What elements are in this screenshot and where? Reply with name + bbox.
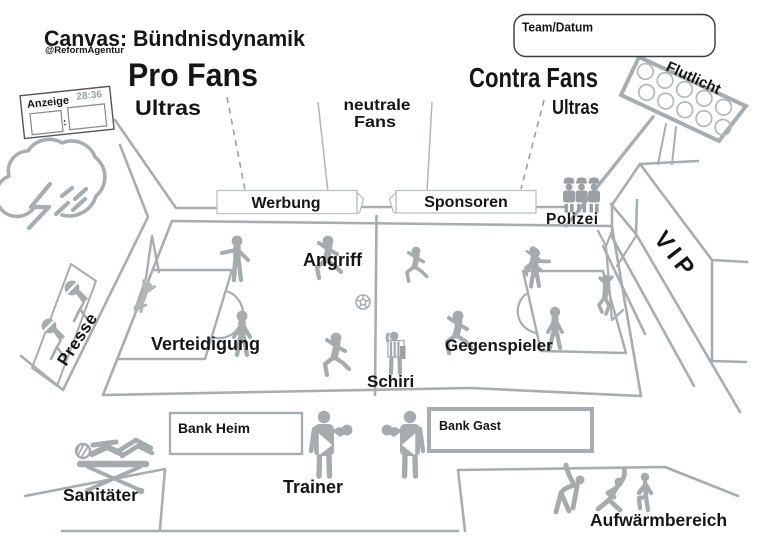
svg-text:Schiri: Schiri <box>367 372 414 391</box>
svg-text:Werbung: Werbung <box>251 195 320 212</box>
svg-text:28:36: 28:36 <box>76 89 103 103</box>
svg-text:Bank Heim: Bank Heim <box>178 420 250 436</box>
svg-text:Contra Fans: Contra Fans <box>469 62 598 93</box>
svg-text:Canvas: Bündnisdynamik: Canvas: Bündnisdynamik <box>44 26 305 51</box>
svg-text:Angriff: Angriff <box>303 250 363 270</box>
svg-text:Fans: Fans <box>354 114 396 131</box>
svg-text:Ultras: Ultras <box>552 97 599 119</box>
svg-text:Pro Fans: Pro Fans <box>128 57 258 93</box>
svg-text:Sanitäter: Sanitäter <box>63 485 138 505</box>
svg-text:Polizei: Polizei <box>546 211 599 228</box>
svg-text:Team/Datum: Team/Datum <box>522 20 593 35</box>
svg-text:Ultras: Ultras <box>135 97 201 120</box>
svg-text:Anzeige: Anzeige <box>26 95 69 111</box>
svg-text:Aufwärmbereich: Aufwärmbereich <box>590 510 727 530</box>
svg-text:Verteidigung: Verteidigung <box>151 334 260 354</box>
svg-text:Sponsoren: Sponsoren <box>424 194 508 211</box>
svg-text:neutrale: neutrale <box>344 97 411 114</box>
svg-text:Trainer: Trainer <box>283 477 343 497</box>
svg-text:Bank Gast: Bank Gast <box>439 419 502 433</box>
svg-text:Gegenspieler: Gegenspieler <box>445 336 553 355</box>
svg-text::: : <box>63 117 67 128</box>
svg-text:@ReformAgentur: @ReformAgentur <box>45 45 124 56</box>
